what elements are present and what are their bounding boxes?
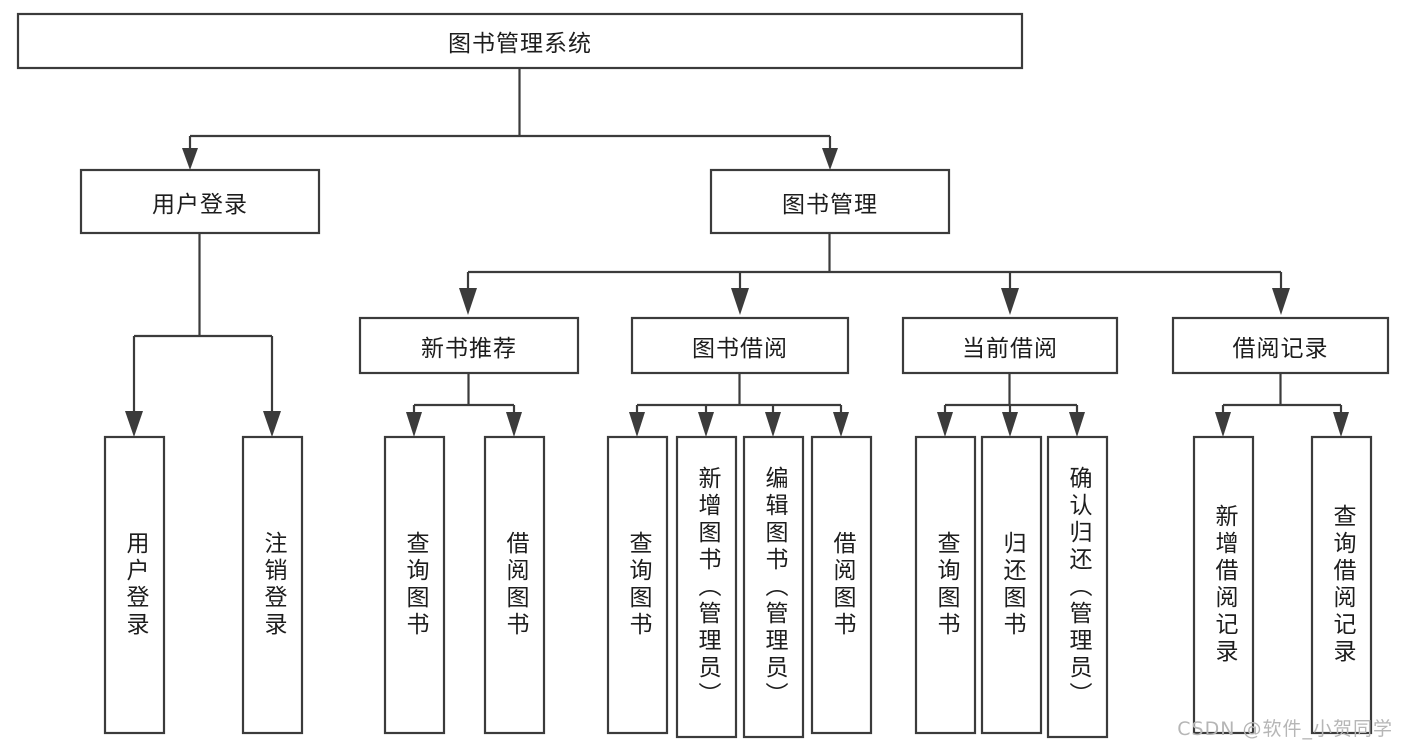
arrow-head-icon — [263, 411, 281, 437]
arrow-head-icon — [182, 148, 198, 170]
node-box-leaf-borrow-query[interactable] — [606, 435, 669, 735]
arrow-head-icon — [125, 411, 143, 437]
arrow-head-icon — [1215, 412, 1231, 437]
node-box-leaf-user-logout[interactable] — [241, 435, 304, 735]
arrow-head-icon — [833, 412, 849, 437]
connector-book-borrow-to-leaves — [629, 373, 849, 437]
connector-borrow-record-to-leaves — [1215, 373, 1349, 437]
node-box-leaf-cur-query[interactable] — [914, 435, 977, 735]
connector-new-book-rec-to-leaves — [406, 373, 522, 437]
node-box-leaf-rec-search[interactable] — [1310, 435, 1373, 735]
arrow-head-icon — [937, 412, 953, 437]
node-box-book-borrow[interactable] — [630, 316, 850, 375]
watermark-text: CSDN @软件_小贺同学 — [1177, 718, 1393, 740]
node-box-leaf-rec-query[interactable] — [383, 435, 446, 735]
arrow-head-icon — [1333, 412, 1349, 437]
node-box-leaf-borrow-edit[interactable] — [742, 435, 805, 739]
node-box-user-login[interactable] — [79, 168, 321, 235]
node-box-borrow-record[interactable] — [1171, 316, 1390, 375]
node-box-leaf-borrow-add[interactable] — [675, 435, 738, 739]
arrow-head-icon — [1001, 288, 1019, 315]
arrow-head-icon — [822, 148, 838, 170]
arrow-head-icon — [406, 412, 422, 437]
connector-book-manage-to-level3 — [459, 233, 1290, 315]
node-box-current-borrow[interactable] — [901, 316, 1119, 375]
arrow-head-icon — [506, 412, 522, 437]
connector-current-borrow-to-leaves — [937, 373, 1085, 437]
node-box-leaf-cur-confirm[interactable] — [1046, 435, 1109, 739]
node-box-leaf-user-login[interactable] — [103, 435, 166, 735]
arrow-head-icon — [459, 288, 477, 315]
node-box-leaf-borrow-lend[interactable] — [810, 435, 873, 735]
node-box-leaf-cur-return[interactable] — [980, 435, 1043, 735]
arrow-head-icon — [765, 412, 781, 437]
arrow-head-icon — [1069, 412, 1085, 437]
arrow-head-icon — [629, 412, 645, 437]
arrow-head-icon — [1002, 412, 1018, 437]
arrow-head-icon — [1272, 288, 1290, 315]
arrow-head-icon — [731, 288, 749, 315]
connector-root-to-level2 — [182, 69, 838, 170]
node-box-leaf-rec-add[interactable] — [1192, 435, 1255, 735]
arrow-head-icon — [698, 412, 714, 437]
node-box-book-manage[interactable] — [709, 168, 951, 235]
node-box-leaf-rec-borrow[interactable] — [483, 435, 546, 735]
connector-user-login-to-leaves — [125, 233, 281, 437]
node-box-root[interactable] — [16, 12, 1024, 70]
node-box-new-book-rec[interactable] — [358, 316, 580, 375]
